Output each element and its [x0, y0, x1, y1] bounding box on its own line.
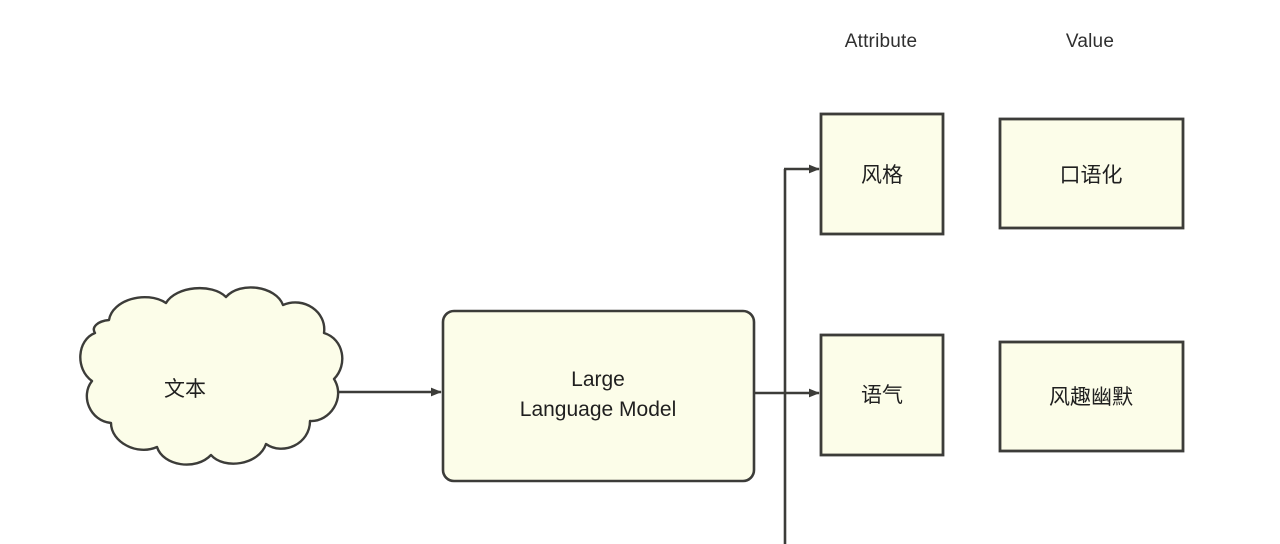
node-attribute-0[interactable] — [819, 112, 945, 236]
node-value-1[interactable] — [998, 340, 1185, 453]
column-header-attribute: Attribute — [844, 31, 918, 52]
column-header-value: Value — [1065, 31, 1115, 52]
node-attribute-1[interactable] — [819, 333, 945, 457]
node-source-cloud[interactable] — [79, 286, 344, 466]
node-model[interactable] — [441, 309, 756, 483]
node-value-0[interactable] — [998, 117, 1185, 230]
